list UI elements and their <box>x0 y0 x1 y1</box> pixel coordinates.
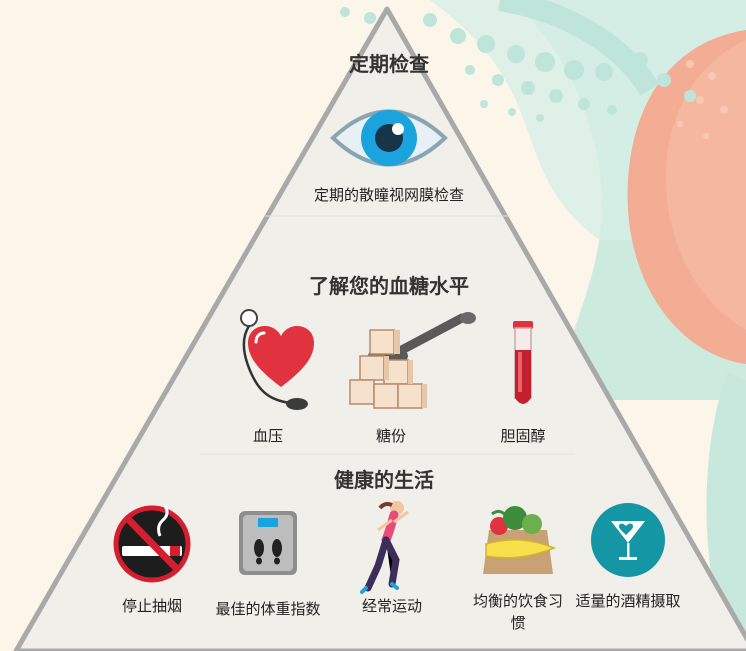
section-title-healthy-living: 健康的生活 <box>334 468 434 492</box>
section-title-regular-check: 定期检查 <box>349 52 429 76</box>
label-regular-exercise: 经常运动 <box>361 597 423 615</box>
label-cholesterol: 胆固醇 <box>500 427 546 445</box>
label-blood-pressure: 血压 <box>252 427 284 445</box>
section-title-blood-sugar: 了解您的血糖水平 <box>309 274 469 298</box>
weighing-scale-icon <box>239 511 297 575</box>
blood-test-tube-icon <box>513 321 533 404</box>
eye-icon <box>330 109 448 167</box>
no-smoking-icon <box>113 505 191 583</box>
coral-dot-pattern <box>677 60 728 139</box>
label-retinal-exam: 定期的散瞳视网膜检查 <box>313 186 465 204</box>
sugar-cubes-spoon-icon <box>349 312 476 409</box>
label-quit-smoking: 停止抽烟 <box>121 597 183 615</box>
label-balanced-diet: 均衡的饮食习惯 <box>472 592 563 632</box>
blood-pressure-heart-icon <box>240 309 314 410</box>
cocktail-glass-icon <box>591 503 665 577</box>
label-moderate-alcohol: 适量的酒精摄取 <box>575 592 681 610</box>
dot-pattern <box>340 7 696 122</box>
running-woman-icon <box>360 501 409 594</box>
label-ideal-bmi: 最佳的体重指数 <box>215 600 321 618</box>
healthy-food-bag-icon <box>483 506 556 574</box>
label-sugar: 糖份 <box>375 427 407 445</box>
mint-arc <box>498 0 746 647</box>
